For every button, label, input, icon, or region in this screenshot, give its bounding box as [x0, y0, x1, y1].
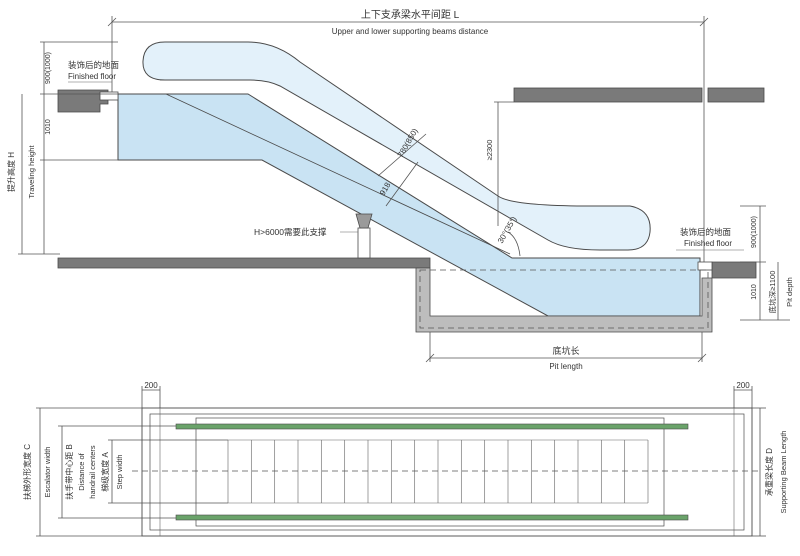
plan-balustrade-frame — [195, 417, 665, 527]
plan-200-dims: 200 200 — [141, 381, 753, 408]
upper-floor-plate — [99, 91, 119, 101]
dim-1010-left: 1010 — [45, 119, 52, 135]
travel-height-en: Traveling height — [27, 145, 36, 199]
pit-length-en: Pit length — [549, 362, 582, 371]
pit-length-cn: 底坑长 — [552, 345, 579, 356]
top-dim-en-label: Upper and lower supporting beams distanc… — [332, 27, 489, 36]
finished-floor-left-cn: 装饰后的地面 — [68, 60, 120, 70]
width-c-en: Escalator width — [43, 447, 52, 498]
beam-d-en: Supporting Beam Length — [779, 431, 788, 514]
right-dimensions: 900(1000) 1010 底坑深≥1100 Pit depth — [740, 205, 794, 321]
finished-floor-right-cn: 装饰后的地面 — [680, 227, 732, 237]
pit-depth-en: Pit depth — [785, 277, 794, 307]
incline-dim-780 — [377, 133, 427, 177]
dim-1010-right: 1010 — [751, 284, 758, 300]
top-dim-cn-label: 上下支承梁水平间距 L — [361, 8, 460, 21]
handrail-top — [175, 423, 689, 430]
dim-900-left: 900(1000) — [45, 52, 52, 84]
ground-slab-right — [711, 261, 757, 279]
beam-d-cn: 承重梁长度 D — [764, 448, 774, 496]
angle-label: 30°(35°) — [496, 215, 519, 245]
left-dimensions: 900(1000) 1010 提升高度 H Traveling height — [6, 41, 118, 255]
handrail-b-cn: 扶手带中心距 B — [64, 444, 74, 500]
step-a-en: Step width — [115, 454, 124, 489]
plan-inner-frame — [149, 413, 745, 531]
escalator-truss — [117, 93, 701, 317]
pit-length-dimension: 底坑长 Pit length — [425, 332, 707, 371]
intermediate-support: H>6000需要此支撑 — [254, 213, 373, 259]
upper-floor-slab — [57, 89, 109, 113]
top-dimension-l: 上下支承梁水平间距 L Upper and lower supporting b… — [107, 8, 709, 268]
plan-steps — [227, 440, 649, 503]
travel-height-cn: 提升高度 H — [6, 152, 16, 192]
ground-slab-left — [57, 257, 431, 269]
clearance-label: ≥2300 — [485, 140, 494, 161]
handrail-b-en-2: handrail centers — [88, 445, 97, 499]
handrail-b-en-1: Distance of — [77, 452, 86, 490]
upper-supporting-beam — [513, 87, 703, 103]
escalator-pit — [415, 267, 713, 333]
balustrade-panel — [142, 41, 651, 251]
support-note: H>6000需要此支撑 — [254, 227, 327, 237]
plan-outer-frame — [141, 407, 753, 537]
width-c-cn: 扶梯外形宽度 C — [22, 444, 32, 500]
finished-floor-right-en: Finished floor — [684, 239, 732, 248]
plan-right-dims: 承重梁长度 D Supporting Beam Length — [752, 407, 788, 537]
finished-floor-left-en: Finished floor — [68, 72, 116, 81]
angle-arc — [507, 231, 521, 257]
handrail-bottom — [175, 514, 689, 521]
dim-200-left: 200 — [144, 381, 158, 390]
dim-900-right: 900(1000) — [751, 216, 758, 248]
pit-depth-cn: 底坑深≥1100 — [767, 271, 777, 314]
plan-left-dims: 扶梯外形宽度 C Escalator width 扶手带中心距 B Distan… — [22, 407, 228, 537]
incline-dim-918 — [385, 161, 419, 207]
step-line — [165, 93, 511, 255]
step-a-cn: 梯级宽度 A — [100, 452, 110, 492]
dim-200-right: 200 — [736, 381, 750, 390]
upper-supporting-beam-2 — [707, 87, 765, 103]
lower-floor-plate — [697, 261, 713, 271]
